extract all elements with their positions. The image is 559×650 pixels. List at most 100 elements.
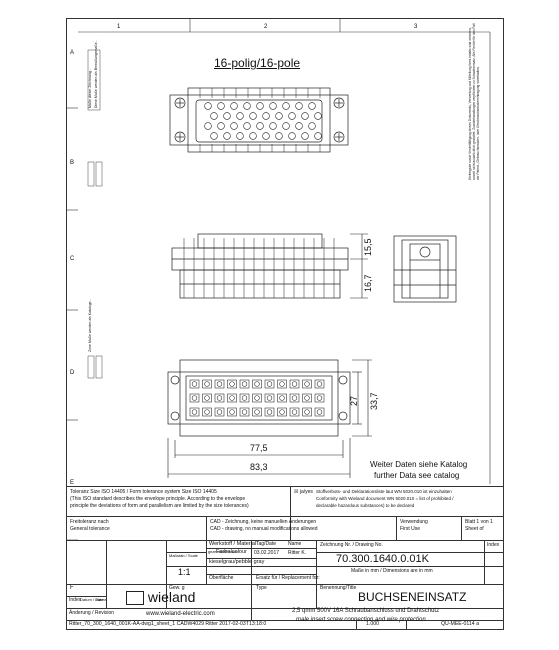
drawn-date: 03.02.2017: [254, 550, 280, 556]
screw-terminal: [289, 379, 300, 389]
form-number: QU-MEE-0114 a: [441, 621, 479, 627]
screw-head: [191, 381, 198, 387]
cad-note-de: CAD - Zeichnung, keine manuellen Änderun…: [210, 519, 317, 525]
usage-de: Verwendung: [400, 519, 428, 525]
surface-label: Oberfläche: [209, 575, 234, 581]
screw-head: [204, 395, 210, 401]
weight-label: Gew. g: [169, 585, 185, 591]
screw-terminal: [314, 407, 325, 417]
contact-socket: [236, 132, 244, 140]
left-margin-note-2: Diese Maße werden als Bemaßungsmaße...: [94, 39, 98, 108]
contact-socket: [275, 112, 283, 120]
revision-index: Index: [69, 597, 82, 603]
screw-terminal: [302, 393, 312, 403]
contact-socket: [256, 122, 264, 130]
screw-head: [291, 409, 298, 415]
screw-terminal: [277, 407, 287, 417]
screw-head: [229, 395, 235, 401]
contact-socket: [223, 112, 231, 120]
screw-head: [316, 395, 323, 401]
screw-terminal: [202, 379, 212, 389]
product-desc-en: male insert screw connection and wire pr…: [296, 617, 426, 623]
tolerance-line-1: Toleranz Size ISO 14405 / Form tolerance…: [70, 489, 217, 495]
contact-socket: [295, 122, 303, 130]
screw-head: [279, 395, 285, 401]
sheet-label: Blatt 1 von 1: [465, 519, 493, 525]
screw-head: [266, 381, 273, 387]
desc-label: Benennung/Title: [320, 585, 357, 591]
screw-head: [266, 395, 273, 401]
name-col-label: Name: [288, 541, 302, 547]
screw-terminal: [227, 393, 237, 403]
left-margin-note-1: Maße dieser Zeichnung...: [88, 68, 92, 108]
contact-socket: [236, 112, 244, 120]
contact-socket: [210, 132, 218, 140]
screw-head: [291, 381, 298, 387]
contact-socket: [282, 122, 290, 130]
drawing-no-label: Zeichnung Nr. / Drawing No.: [320, 542, 383, 548]
screw-head: [241, 381, 248, 387]
drawn-name: Ritter K.: [288, 550, 307, 556]
screw-terminal: [289, 393, 300, 403]
contact-socket: [288, 112, 296, 120]
contact-socket: [269, 102, 277, 110]
screw-head: [291, 395, 298, 401]
contact-socket: [230, 102, 238, 110]
dim-77-5: 77,5: [250, 443, 268, 453]
screw-head: [204, 409, 210, 415]
screw-head: [241, 409, 248, 415]
zone-col-1: 1: [117, 24, 121, 30]
type-label: Type: [256, 585, 267, 591]
contact-socket: [275, 132, 283, 140]
catalog-note-de: Weiter Daten siehe Katalog: [370, 460, 468, 469]
catalog-note-en: further Data see catalog: [374, 471, 460, 480]
screw-terminal: [302, 379, 312, 389]
contact-socket: [301, 112, 309, 120]
contact-socket: [308, 122, 316, 130]
revision-date: Datum / Date: [80, 597, 104, 602]
contact-socket: [243, 122, 251, 130]
contact-socket: [249, 132, 257, 140]
screw-head: [304, 381, 310, 387]
scale-value: 1:1: [178, 567, 191, 577]
contact-socket: [217, 102, 225, 110]
screw-head: [191, 409, 198, 415]
screw-head: [304, 395, 310, 401]
screw-terminal: [202, 407, 212, 417]
screw-head: [316, 381, 323, 387]
contact-socket: [295, 102, 303, 110]
contact-socket: [262, 112, 270, 120]
material-label: Werkstoff / Material: [209, 541, 257, 547]
version: 1.000: [366, 621, 379, 627]
screw-terminal: [239, 393, 250, 403]
contact-socket: [217, 122, 225, 130]
file-reference: Ritter_70_300_1640_001K-AA-dwg1_sheet_1 …: [69, 621, 267, 627]
contact-socket: [308, 102, 316, 110]
screw-head: [316, 409, 323, 415]
rohs-line-2: Conformity with Wieland document WN 5020…: [316, 496, 454, 501]
screw-terminal: [314, 393, 325, 403]
contact-socket: [210, 112, 218, 120]
screw-terminal: [214, 379, 225, 389]
company-logo: wieland: [126, 590, 195, 606]
product-desc-de: 2,5 qmm 500V 16A Schraubanschluss und Dr…: [292, 608, 440, 614]
screw-terminal: [189, 407, 200, 417]
contact-socket: [256, 102, 264, 110]
screw-head: [216, 381, 223, 387]
contact-socket: [243, 102, 251, 110]
zone-row-b: B: [70, 160, 75, 166]
contact-socket: [230, 122, 238, 130]
screw-head: [254, 381, 260, 387]
screw-head: [229, 409, 235, 415]
drawing-title: 16-polig/16-pole: [214, 56, 301, 70]
rohs-line-1: Stoffverbots- und Deklarationsliste laut…: [316, 489, 452, 494]
screw-terminal: [189, 393, 200, 403]
screw-head: [191, 395, 198, 401]
index-label: Index: [487, 542, 500, 548]
date-col-label: Tag/Date: [256, 541, 277, 547]
screw-terminal: [227, 407, 237, 417]
contact-socket: [314, 132, 322, 140]
screw-terminal: [264, 393, 275, 403]
contact-socket: [288, 132, 296, 140]
